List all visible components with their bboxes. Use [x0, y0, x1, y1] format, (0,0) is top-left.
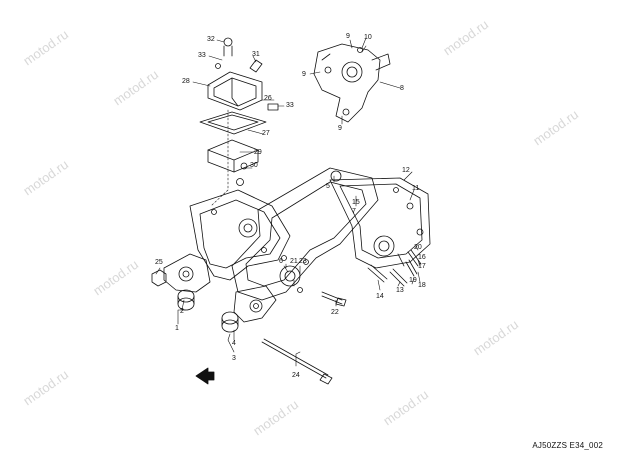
callout-6: 6	[279, 258, 283, 265]
callout-8: 8	[400, 85, 404, 92]
bolt-14	[367, 264, 388, 283]
callout-26: 26	[264, 95, 272, 102]
callout-9-left: 9	[302, 71, 306, 78]
engine-hanger-bracket	[313, 43, 391, 123]
left-mount-arm	[163, 253, 211, 293]
callout-20: 20	[414, 244, 422, 251]
callout-3: 3	[232, 355, 236, 362]
callout-14: 14	[376, 293, 384, 300]
callout-18: 18	[418, 282, 426, 289]
callout-11: 11	[412, 185, 420, 192]
callout-30: 30	[250, 162, 258, 169]
callout-9-top: 9	[346, 33, 350, 40]
callout-15: 15	[352, 199, 360, 206]
callout-16: 16	[418, 254, 426, 261]
callout-19: 19	[409, 277, 417, 284]
callout-33-top: 33	[198, 52, 206, 59]
callout-21: 21	[290, 258, 298, 265]
bolt-16-19	[405, 249, 422, 277]
callout-29: 29	[254, 149, 262, 156]
crankcase-right-cover	[329, 177, 431, 269]
callout-1: 1	[175, 325, 179, 332]
leader-lines	[155, 171, 421, 367]
front-arrow-icon	[195, 367, 215, 385]
callout-28: 28	[182, 78, 190, 85]
callout-33-right: 33	[286, 102, 294, 109]
callout-5: 5	[326, 183, 330, 190]
rear-mount-arm	[233, 285, 277, 323]
callout-10: 10	[364, 34, 372, 41]
bolt-22	[321, 291, 347, 307]
gasket-plate	[199, 111, 267, 135]
callout-32: 32	[207, 36, 215, 43]
callout-12: 12	[402, 167, 410, 174]
bushing-front	[177, 289, 195, 311]
callout-23: 23	[299, 258, 307, 265]
crankcase-center	[231, 167, 379, 301]
crankcase-left	[189, 189, 291, 281]
diagram-reference-code: AJ50ZZS E34_002	[532, 441, 603, 450]
bushing-rear	[221, 311, 239, 333]
leader-lines	[309, 37, 401, 125]
nut-25	[151, 269, 167, 287]
callout-31: 31	[252, 51, 260, 58]
callout-24: 24	[292, 372, 300, 379]
callout-22: 22	[331, 309, 339, 316]
washer-30	[236, 178, 244, 186]
callout-9-bottom: 9	[338, 125, 342, 132]
bolt-13	[389, 268, 408, 287]
callout-4: 4	[232, 340, 236, 347]
leader-lines	[192, 39, 285, 206]
callout-7: 7	[352, 208, 356, 215]
insulator-block	[207, 139, 259, 173]
callout-2: 2	[180, 308, 184, 315]
callout-13: 13	[396, 287, 404, 294]
callout-27: 27	[262, 130, 270, 137]
callout-17: 17	[418, 263, 426, 270]
callout-25: 25	[155, 259, 163, 266]
